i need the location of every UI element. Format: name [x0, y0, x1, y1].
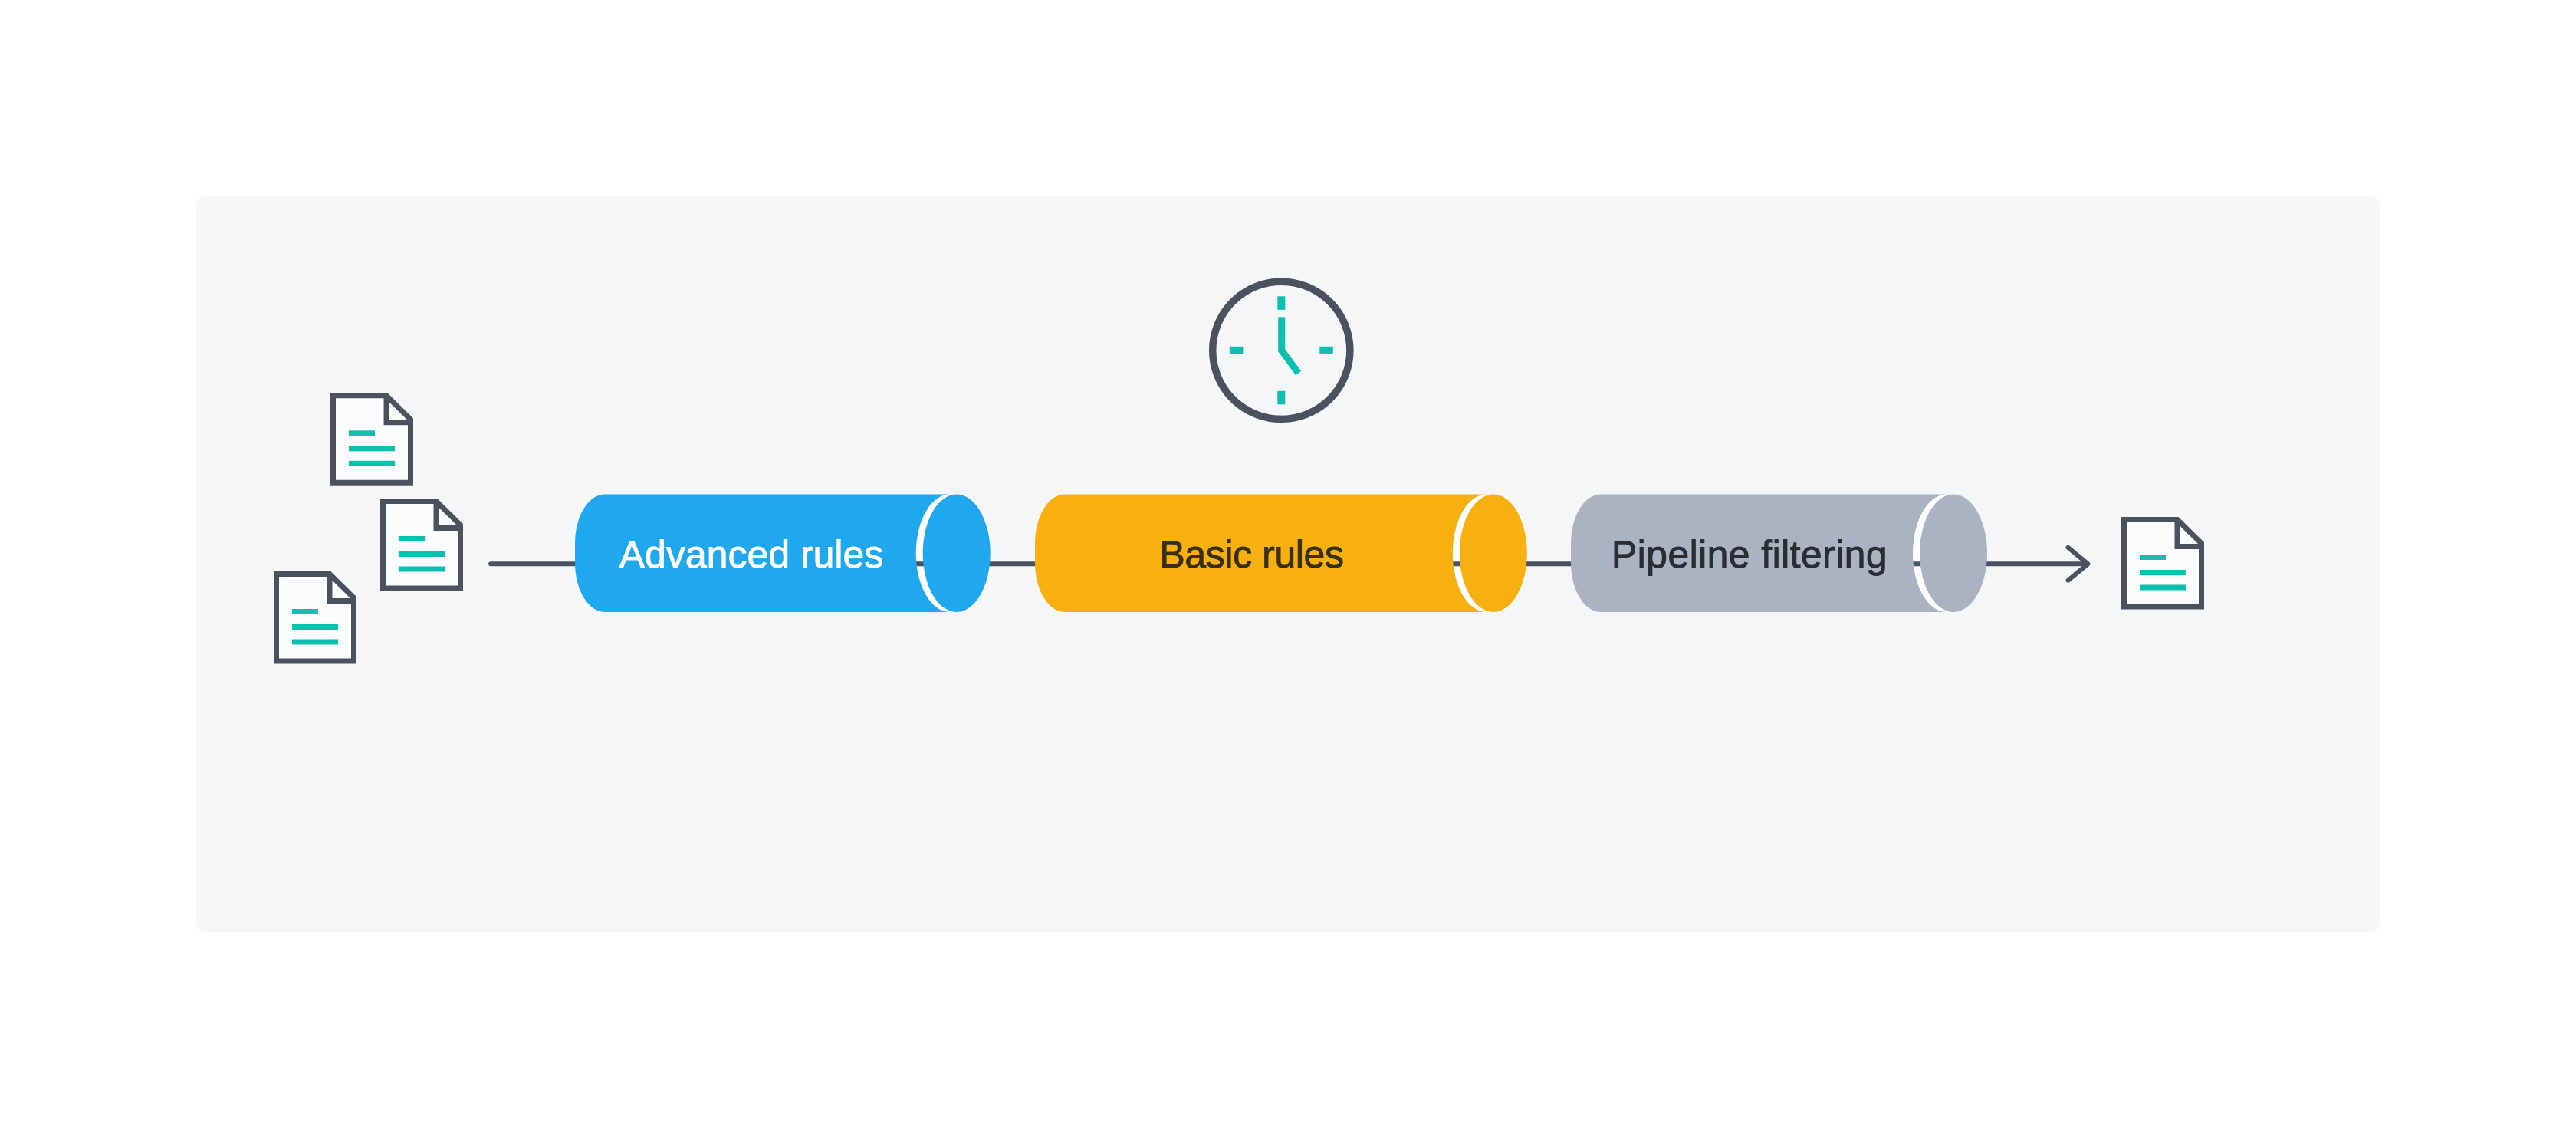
- stage-advanced-rules: Advanced rules: [575, 494, 991, 612]
- document-text-line: [292, 639, 338, 645]
- arrowhead-icon: [2065, 545, 2091, 583]
- document-text-line: [349, 446, 395, 452]
- clock-tick-6: [1277, 390, 1286, 405]
- cylinder-cap-basic-rules: [1459, 494, 1527, 612]
- stage-label-pipeline-filtering: Pipeline filtering: [1612, 533, 1888, 576]
- document-fold: [383, 395, 411, 426]
- document-fold: [433, 501, 461, 531]
- document-fold: [327, 574, 354, 604]
- document-outline: [2121, 517, 2204, 610]
- document-text-line: [399, 566, 445, 572]
- document-text-line: [2140, 555, 2166, 560]
- document-text-line: [399, 551, 445, 557]
- clock-hands: [1278, 317, 1302, 376]
- cylinder-body-pipeline-filtering: [1571, 494, 1947, 612]
- document-icon-input-2: [380, 499, 463, 591]
- document-icon-input-3: [274, 571, 356, 664]
- document-icon-output: [2121, 517, 2204, 610]
- input-documents: [274, 393, 463, 664]
- document-text-line: [292, 624, 338, 630]
- stage-basic-rules: Basic rules: [1035, 494, 1527, 612]
- document-text-line: [2140, 584, 2186, 591]
- clock-icon: [1208, 278, 1354, 423]
- stage-label-basic-rules: Basic rules: [1159, 533, 1343, 576]
- output-document: [2121, 517, 2204, 610]
- cylinder-cap-pipeline-filtering: [1920, 494, 1987, 612]
- document-text-line: [349, 460, 395, 466]
- stage-label-advanced-rules: Advanced rules: [619, 533, 884, 576]
- document-outline: [330, 393, 413, 486]
- document-text-line: [399, 536, 425, 541]
- document-icon-input-1: [330, 393, 413, 486]
- document-text-line: [2140, 570, 2186, 575]
- document-text-line: [349, 430, 375, 436]
- pipeline-stages: Advanced rules Basic rules Pipeline filter…: [575, 494, 1987, 612]
- clock-tick-9: [1229, 346, 1244, 354]
- stage-pipeline-filtering: Pipeline filtering: [1571, 494, 1987, 612]
- document-text-line: [292, 609, 318, 614]
- document-outline: [274, 571, 356, 664]
- clock-face: [1208, 278, 1354, 423]
- cylinder-body-advanced-rules: [575, 494, 950, 612]
- clock-tick-12: [1277, 296, 1286, 310]
- clock-tick-3: [1319, 346, 1333, 354]
- document-outline: [380, 499, 463, 591]
- cylinder-cap-advanced-rules: [922, 494, 991, 612]
- document-fold: [2174, 519, 2202, 549]
- cylinder-body-basic-rules: [1035, 494, 1487, 612]
